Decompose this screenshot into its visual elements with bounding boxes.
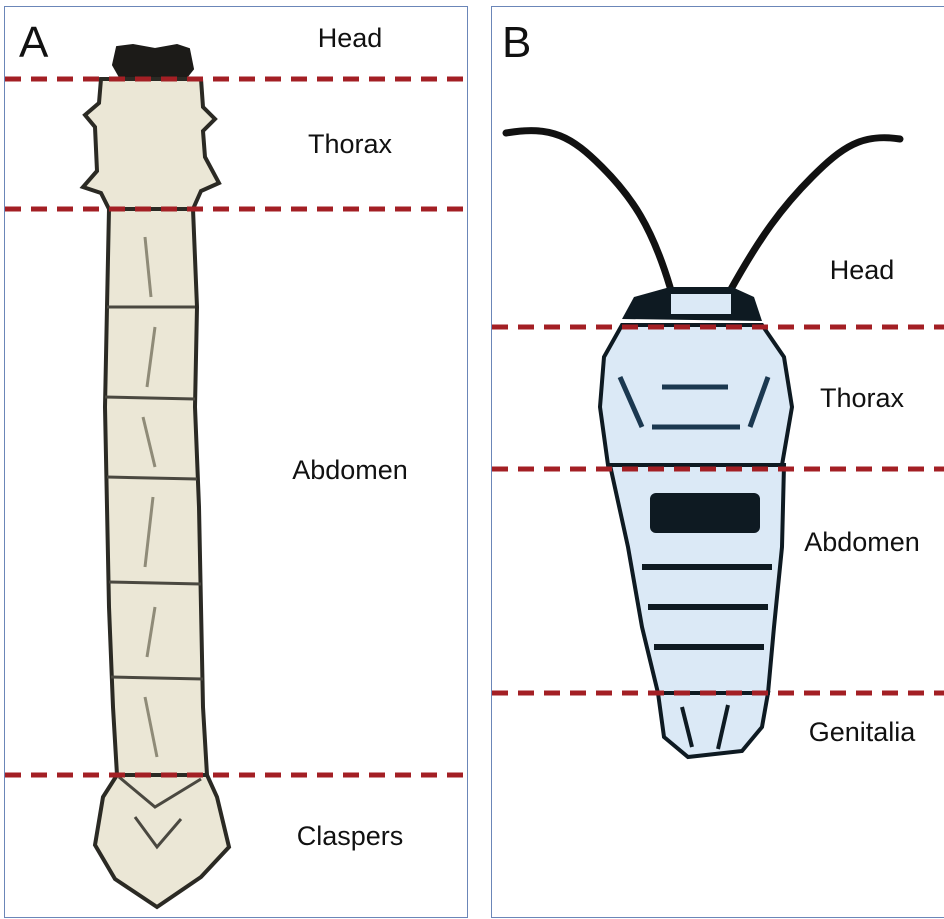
label-thorax-b: Thorax bbox=[820, 383, 904, 414]
label-thorax-a: Thorax bbox=[308, 129, 392, 160]
moth-body bbox=[506, 131, 900, 757]
larva-head bbox=[113, 45, 193, 79]
larva-thorax bbox=[83, 79, 219, 209]
label-head-b: Head bbox=[830, 255, 895, 286]
panel-a: A Head Thorax Abdomen Claspers bbox=[4, 6, 468, 918]
moth-illustration bbox=[492, 7, 944, 918]
larva-abdomen bbox=[105, 209, 207, 775]
label-abdomen-a: Abdomen bbox=[292, 455, 408, 486]
dividers-a bbox=[5, 79, 468, 775]
antenna-left bbox=[506, 131, 670, 287]
label-abdomen-b: Abdomen bbox=[804, 527, 920, 558]
label-claspers-a: Claspers bbox=[297, 821, 404, 852]
label-head-a: Head bbox=[318, 23, 383, 54]
larva-body bbox=[83, 45, 229, 907]
label-genitalia-b: Genitalia bbox=[809, 717, 916, 748]
moth-genitalia bbox=[658, 693, 768, 757]
panel-b: B Head Thorax Abdomen Genitalia bbox=[491, 6, 944, 918]
